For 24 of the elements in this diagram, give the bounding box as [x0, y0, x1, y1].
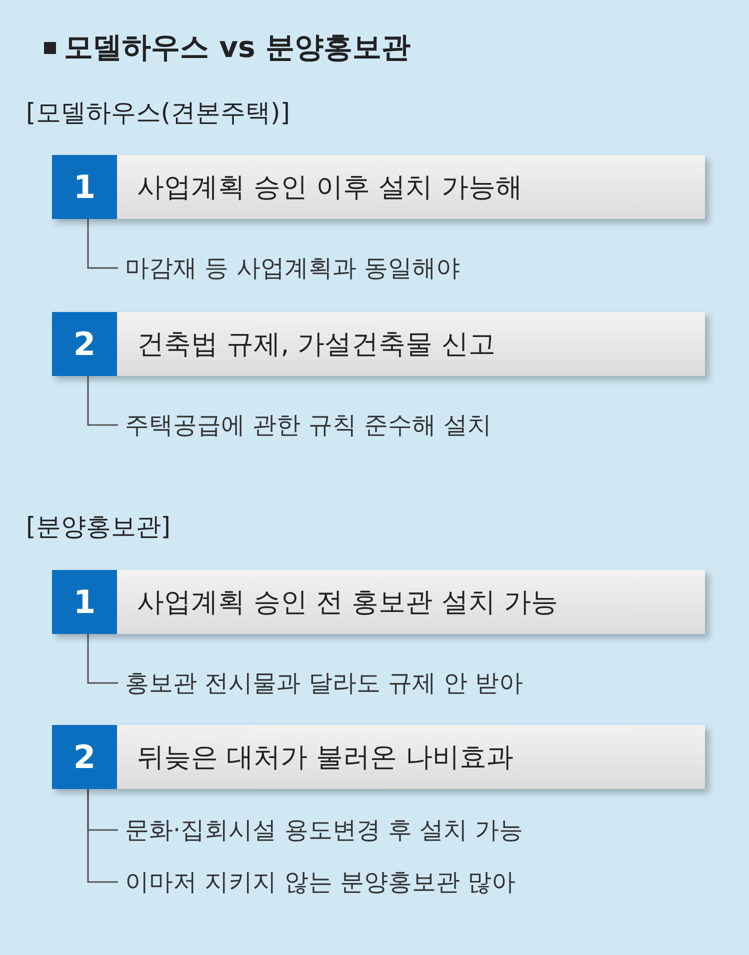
- step-title: 건축법 규제, 가설건축물 신고: [136, 328, 496, 362]
- connector-line: [87, 789, 118, 883]
- step-title: 사업계획 승인 전 홍보관 설치 가능: [136, 586, 558, 620]
- connector-line: [87, 634, 118, 684]
- step-number: 1: [52, 570, 117, 634]
- bullet-text: 이마저 지키지 않는 분양홍보관 많아: [125, 865, 516, 899]
- step-title: 사업계획 승인 이후 설치 가능해: [136, 171, 522, 205]
- step-number: 2: [52, 725, 117, 789]
- connector-line: [87, 376, 118, 426]
- bullet-text: 문화·집회시설 용도변경 후 설치 가능: [125, 813, 524, 847]
- step-number: 2: [52, 312, 117, 376]
- connector-line: [87, 219, 118, 269]
- title: 모델하우스 vs 분양홍보관: [64, 29, 410, 66]
- step-bar: [52, 725, 705, 789]
- step-title: 뒤늦은 대처가 불러온 나비효과: [136, 741, 514, 775]
- step-bar: [52, 155, 705, 219]
- bullet-text: 마감재 등 사업계획과 동일해야: [125, 251, 460, 285]
- step-number: 1: [52, 155, 117, 219]
- step-bar: [52, 312, 705, 376]
- bullet-text: 주택공급에 관한 규칙 준수해 설치: [125, 408, 492, 442]
- bullet-text: 홍보관 전시물과 달라도 규제 안 받아: [125, 666, 524, 700]
- section-heading: [분양홍보관]: [26, 511, 171, 543]
- section-heading: [모델하우스(견본주택)]: [26, 97, 290, 129]
- step-bar: [52, 570, 705, 634]
